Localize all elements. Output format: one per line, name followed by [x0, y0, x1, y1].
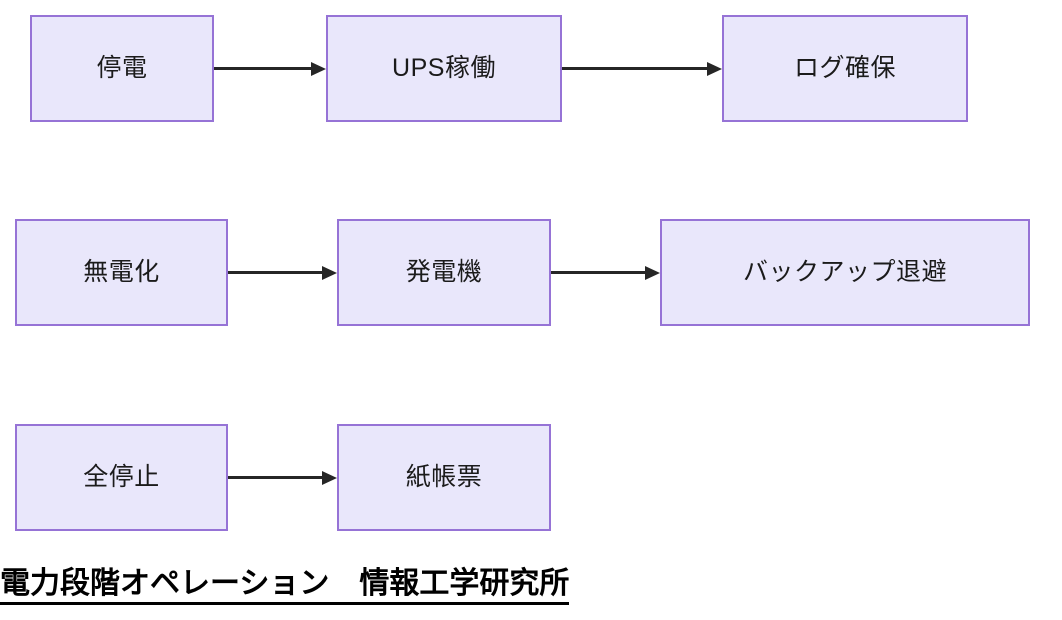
- node-teiden[interactable]: 停電: [30, 15, 214, 122]
- node-label: バックアップ退避: [742, 258, 947, 286]
- node-backup-taihi[interactable]: バックアップ退避: [660, 219, 1030, 326]
- arrowhead-icon: [322, 266, 337, 280]
- node-mudenka[interactable]: 無電化: [15, 219, 228, 326]
- node-label: 発電機: [405, 258, 483, 286]
- edge-line: [562, 67, 708, 70]
- edge-line: [228, 271, 323, 274]
- node-ups-kadou[interactable]: UPS稼働: [326, 15, 562, 122]
- arrowhead-icon: [322, 471, 337, 485]
- node-log-kakuho[interactable]: ログ確保: [722, 15, 968, 122]
- node-label: 全停止: [83, 463, 160, 491]
- arrowhead-icon: [707, 62, 722, 76]
- diagram-caption-text: 電力段階オペレーション 情報工学研究所: [0, 566, 570, 606]
- edge-line: [551, 271, 646, 274]
- node-label: 無電化: [83, 258, 160, 286]
- node-kami-chohyo[interactable]: 紙帳票: [337, 424, 551, 531]
- node-label: 紙帳票: [405, 463, 483, 491]
- node-label: UPS稼働: [392, 54, 496, 82]
- node-zenteishi[interactable]: 全停止: [15, 424, 228, 531]
- node-label: ログ確保: [793, 54, 896, 82]
- edge-line: [228, 476, 323, 479]
- node-hatsudenki[interactable]: 発電機: [337, 219, 551, 326]
- arrowhead-icon: [311, 62, 326, 76]
- node-label: 停電: [96, 54, 148, 82]
- arrowhead-icon: [645, 266, 660, 280]
- edge-line: [214, 67, 312, 70]
- diagram-caption: 電力段階オペレーション 情報工学研究所: [0, 566, 1010, 606]
